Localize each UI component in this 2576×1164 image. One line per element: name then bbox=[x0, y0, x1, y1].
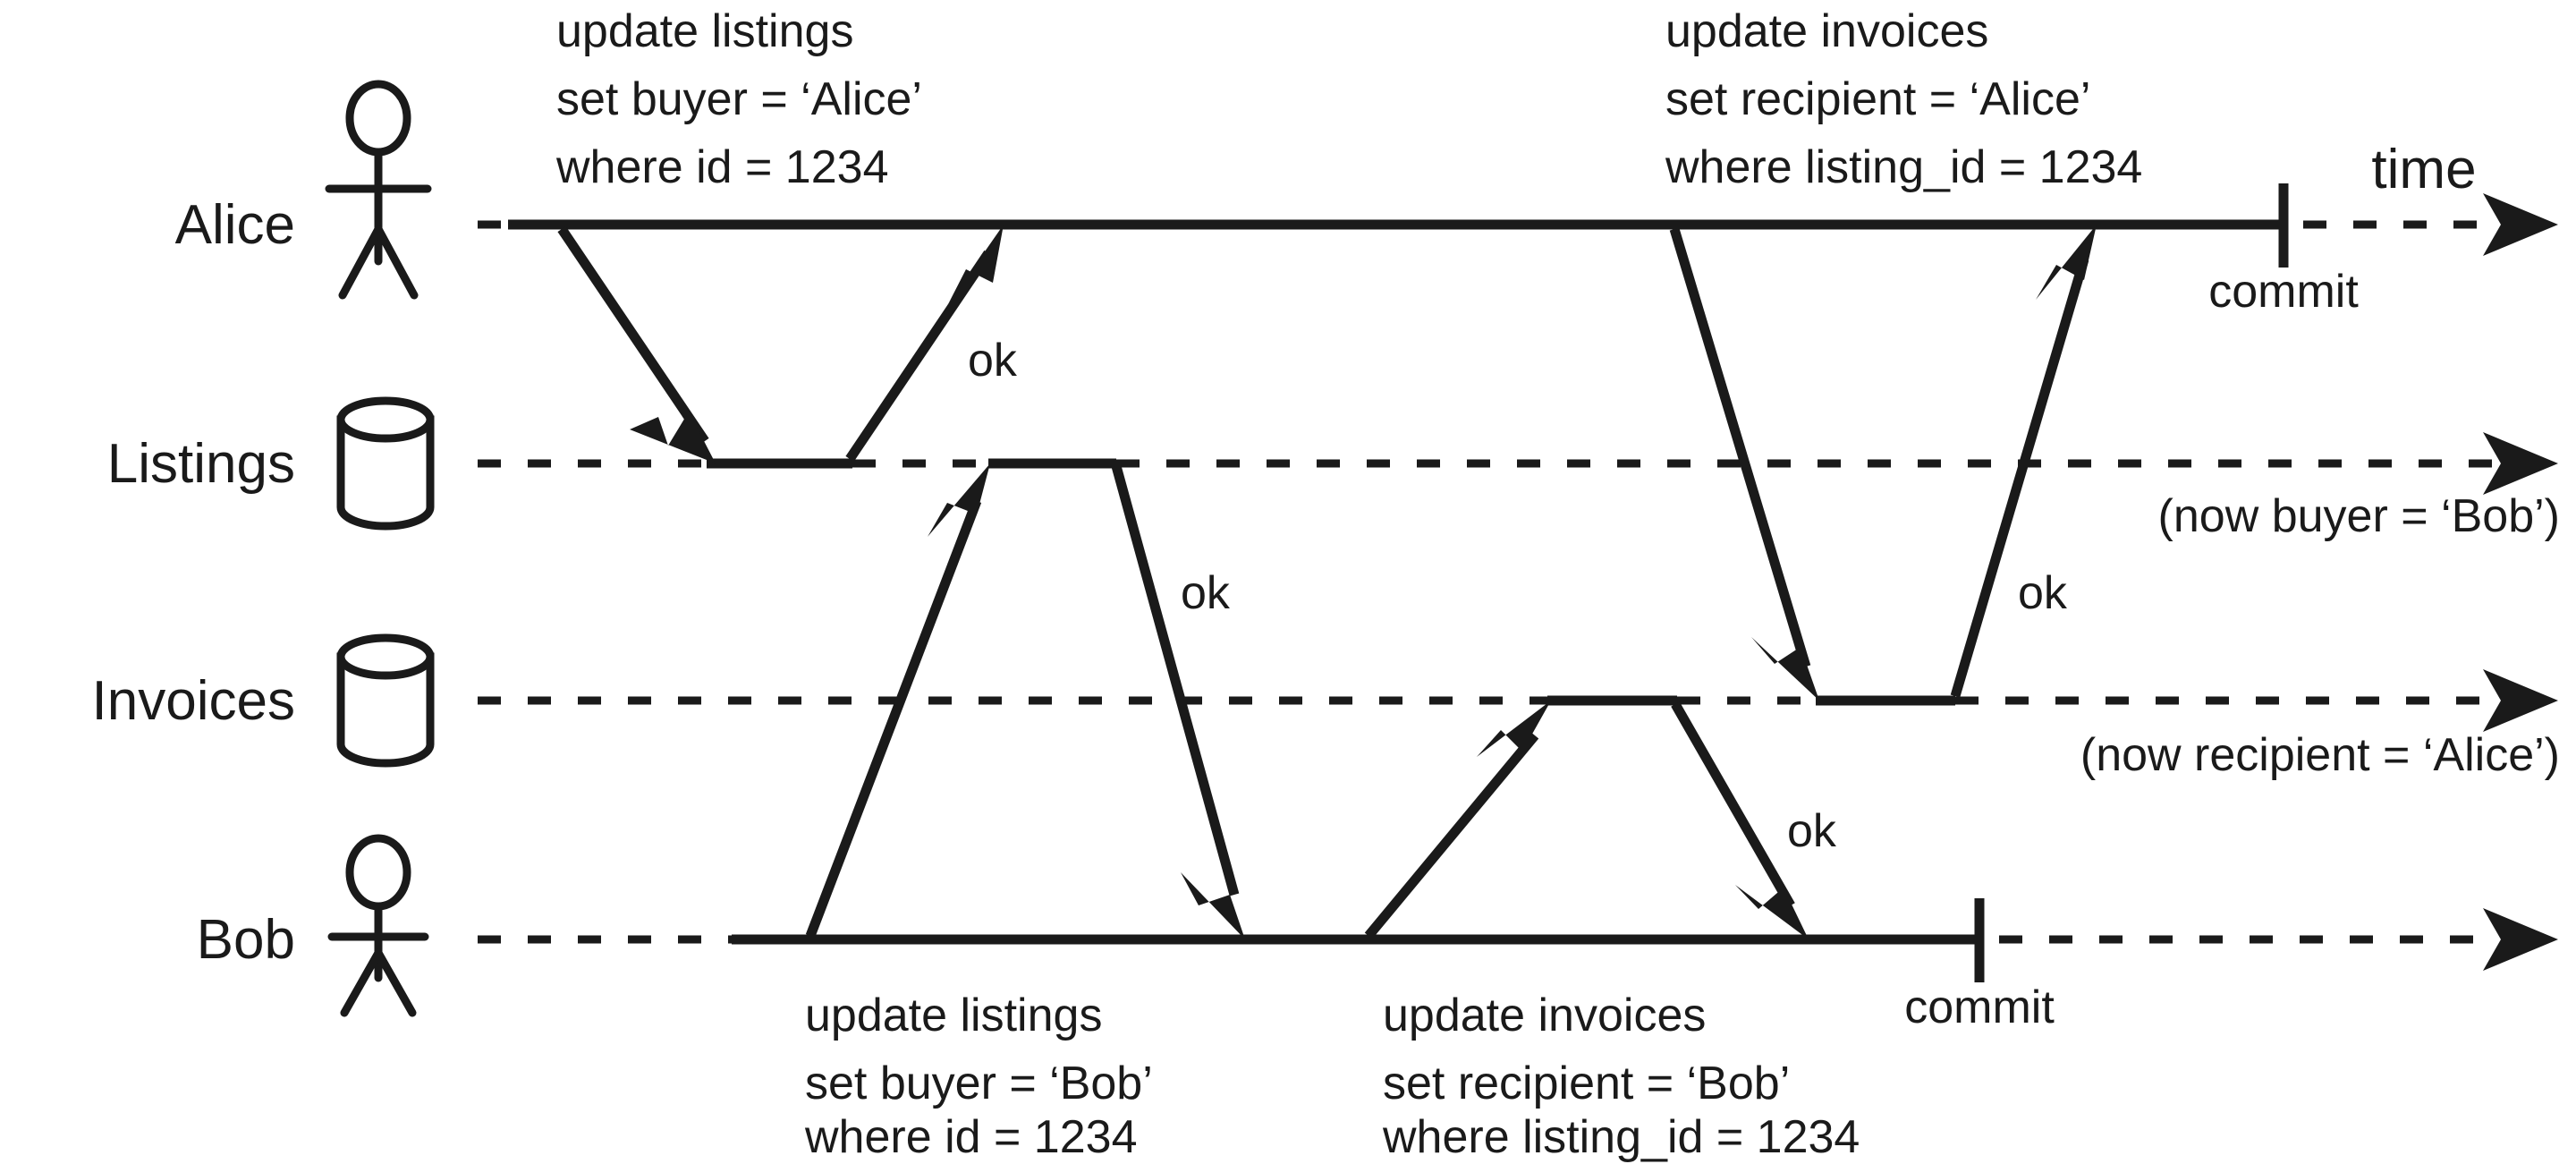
statement-line-2: set buyer = ‘Alice’ bbox=[556, 73, 922, 125]
outcome-note-listings: (now buyer = ‘Bob’) bbox=[2158, 490, 2560, 542]
arrow-shaft bbox=[845, 250, 993, 463]
reply-label-invoices-to-alice: ok bbox=[2018, 567, 2068, 619]
statement-line-3: where listing_id = 1234 bbox=[1382, 1111, 1860, 1163]
statement-line-1: update invoices bbox=[1665, 5, 1988, 57]
arrow-head-up bbox=[948, 225, 1004, 304]
lane-label-bob: Bob bbox=[197, 909, 295, 971]
lane-listings-baseline bbox=[478, 432, 2558, 495]
lane-label-invoices: Invoices bbox=[92, 670, 295, 732]
message-bob-to-listings-update bbox=[805, 463, 990, 938]
message-alice-to-listings-update bbox=[557, 225, 716, 463]
bob-actor-icon bbox=[327, 834, 429, 1017]
arrow-head-up bbox=[1477, 701, 1551, 757]
invoices-time-arrowhead bbox=[2483, 669, 2558, 732]
bob-time-arrowhead bbox=[2483, 908, 2558, 971]
arrow-head-down bbox=[630, 412, 716, 463]
arrow-shaft bbox=[1671, 701, 1795, 908]
arrow-shaft bbox=[1111, 464, 1240, 896]
arrow-head-up bbox=[928, 463, 990, 537]
message-listings-to-bob-ok bbox=[1111, 464, 1245, 939]
commit-label-bob: commit bbox=[1904, 981, 2055, 1033]
commit-label-alice: commit bbox=[2208, 266, 2359, 318]
lane-label-listings: Listings bbox=[107, 433, 295, 495]
arrow-shaft bbox=[805, 499, 982, 938]
reply-label-listings-to-alice: ok bbox=[968, 335, 1018, 387]
arrow-shaft bbox=[557, 225, 709, 445]
invoices-database-icon bbox=[336, 633, 435, 768]
listings-time-arrowhead bbox=[2483, 432, 2558, 495]
arrow-shaft bbox=[1669, 227, 1811, 668]
alice-time-arrowhead bbox=[2483, 193, 2558, 256]
listings-database-icon bbox=[336, 396, 435, 531]
arrow-shaft bbox=[1950, 258, 2089, 698]
message-alice-to-invoices-update bbox=[1669, 227, 1819, 701]
message-listings-to-alice-ok bbox=[845, 225, 1004, 463]
arrow-head-down bbox=[1735, 885, 1809, 939]
message-bob-to-invoices-update bbox=[1364, 701, 1551, 939]
lane-alice-baseline bbox=[478, 183, 2558, 268]
statement-line-2: set buyer = ‘Bob’ bbox=[805, 1058, 1153, 1109]
alice-actor-icon bbox=[325, 80, 432, 300]
lane-bob-baseline bbox=[478, 898, 2558, 982]
arrow-head-down bbox=[1751, 637, 1819, 701]
statement-bob-listings: update listings set buyer = ‘Bob’ where … bbox=[804, 990, 1153, 1163]
time-axis-label: time bbox=[2371, 139, 2476, 200]
statement-alice-invoices: update invoices set recipient = ‘Alice’ … bbox=[1665, 5, 2142, 193]
reply-label-listings-to-bob: ok bbox=[1181, 567, 1231, 619]
statement-line-3: where id = 1234 bbox=[804, 1111, 1138, 1163]
statement-line-3: where id = 1234 bbox=[555, 141, 889, 193]
statement-line-3: where listing_id = 1234 bbox=[1665, 141, 2142, 193]
arrow-shaft bbox=[1364, 732, 1539, 939]
arrow-head-down bbox=[1181, 872, 1245, 939]
lane-label-alice: Alice bbox=[175, 194, 295, 256]
statement-line-1: update listings bbox=[556, 5, 853, 57]
outcome-note-invoices: (now recipient = ‘Alice’) bbox=[2080, 729, 2560, 781]
message-invoices-to-bob-ok bbox=[1671, 701, 1809, 939]
message-invoices-to-alice-ok bbox=[1950, 225, 2097, 698]
statement-line-1: update listings bbox=[805, 990, 1102, 1041]
statement-line-2: set recipient = ‘Bob’ bbox=[1383, 1058, 1790, 1109]
statement-line-2: set recipient = ‘Alice’ bbox=[1665, 73, 2090, 125]
lane-invoices-baseline bbox=[478, 669, 2558, 732]
arrow-head-up bbox=[2036, 225, 2097, 300]
statement-alice-listings: update listings set buyer = ‘Alice’ wher… bbox=[555, 5, 922, 193]
statement-line-1: update invoices bbox=[1383, 990, 1706, 1041]
reply-label-invoices-to-bob: ok bbox=[1787, 805, 1837, 857]
statement-bob-invoices: update invoices set recipient = ‘Bob’ wh… bbox=[1382, 990, 1860, 1163]
